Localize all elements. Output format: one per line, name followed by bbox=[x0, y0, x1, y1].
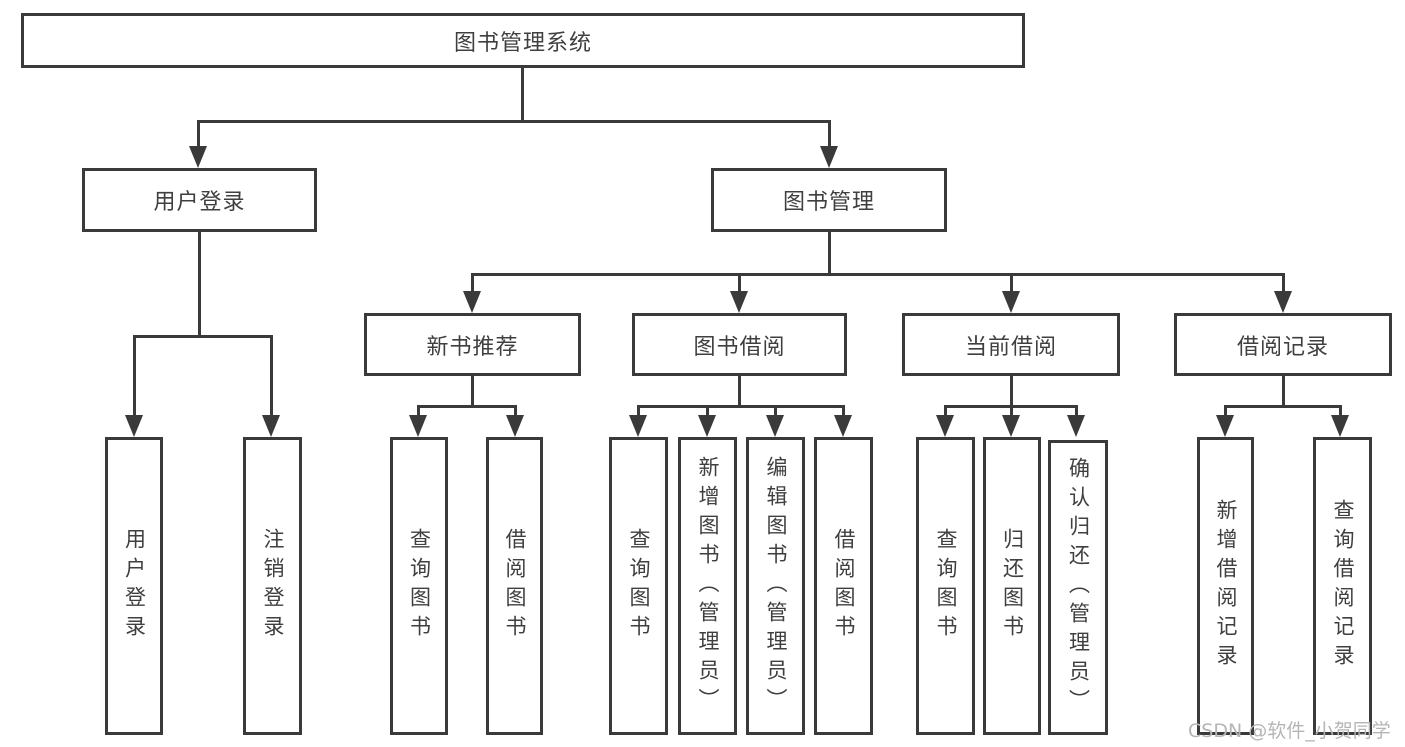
node-label: 新增图书（管理员） bbox=[696, 455, 720, 717]
arrowhead-icon bbox=[1002, 415, 1020, 437]
connector-rail bbox=[1224, 405, 1342, 408]
node-label: 查询图书 bbox=[407, 528, 432, 644]
arrowhead-icon bbox=[766, 415, 784, 437]
arrowhead-icon bbox=[820, 146, 838, 168]
connector-stub bbox=[738, 376, 741, 405]
node-label: 查询借阅记录 bbox=[1331, 499, 1355, 673]
node-book-borrowing: 图书借阅 bbox=[632, 313, 847, 376]
leaf-query-books-borrowing: 查询图书 bbox=[609, 437, 668, 735]
node-label: 用户登录 bbox=[122, 528, 147, 644]
arrowhead-icon bbox=[1274, 291, 1292, 313]
arrowhead-icon bbox=[1067, 415, 1085, 437]
node-new-book-recommend: 新书推荐 bbox=[364, 313, 581, 376]
arrowhead-icon bbox=[1331, 415, 1349, 437]
connector-user-login-stub bbox=[198, 232, 201, 335]
leaf-logout: 注销登录 bbox=[243, 437, 302, 735]
connector-arrow-stem bbox=[1075, 405, 1078, 417]
connector-stub bbox=[1282, 376, 1285, 405]
node-current-borrowing: 当前借阅 bbox=[902, 313, 1120, 376]
connector-arrow-stem bbox=[417, 405, 420, 417]
leaf-return-books: 归还图书 bbox=[983, 437, 1041, 735]
leaf-add-borrow-record: 新增借阅记录 bbox=[1197, 437, 1254, 735]
connector-user-login-rail bbox=[133, 335, 273, 338]
connector-arrow-stem bbox=[1010, 405, 1013, 417]
connector-root-stub bbox=[521, 68, 524, 122]
node-book-management: 图书管理 bbox=[711, 168, 947, 232]
leaf-query-books-current: 查询图书 bbox=[916, 437, 975, 735]
node-library-management-system: 图书管理系统 bbox=[21, 13, 1025, 68]
connector-arrow-stem bbox=[514, 405, 517, 417]
arrowhead-icon bbox=[409, 415, 427, 437]
node-borrowing-records: 借阅记录 bbox=[1174, 313, 1392, 376]
connector-level1-rail bbox=[197, 120, 831, 123]
node-label: 编辑图书（管理员） bbox=[764, 455, 788, 717]
leaf-query-books-recommend: 查询图书 bbox=[390, 437, 448, 735]
node-label: 注销登录 bbox=[261, 528, 285, 644]
node-label: 查询图书 bbox=[627, 528, 651, 644]
connector-arrow-stem bbox=[637, 405, 640, 417]
node-label: 图书管理系统 bbox=[453, 30, 592, 56]
leaf-query-borrow-record: 查询借阅记录 bbox=[1313, 437, 1372, 735]
node-label: 当前借阅 bbox=[964, 334, 1057, 360]
connector-arrow-stem bbox=[842, 405, 845, 417]
arrowhead-icon bbox=[506, 415, 524, 437]
arrowhead-icon bbox=[125, 415, 143, 437]
connector-arrow-stem bbox=[1224, 405, 1227, 417]
connector-arrow-stem bbox=[270, 335, 273, 415]
arrowhead-icon bbox=[834, 415, 852, 437]
connector-arrow-stem bbox=[1339, 405, 1342, 417]
connector-book-mgmt-stub bbox=[828, 232, 831, 273]
connector-arrow-stem bbox=[706, 405, 709, 417]
connector-arrow-stem bbox=[774, 405, 777, 417]
connector-arrow-stem bbox=[133, 335, 136, 415]
connector-arrow-stem bbox=[1010, 273, 1013, 293]
connector-arrow-stem bbox=[738, 273, 741, 293]
connector-arrow-stem bbox=[1282, 273, 1285, 293]
connector-arrow-stem bbox=[197, 120, 200, 148]
connector-arrow-stem bbox=[828, 120, 831, 148]
node-label: 借阅记录 bbox=[1236, 334, 1329, 360]
arrowhead-icon bbox=[1216, 415, 1234, 437]
arrowhead-icon bbox=[1002, 291, 1020, 313]
leaf-borrow-books: 借阅图书 bbox=[814, 437, 873, 735]
node-label: 归还图书 bbox=[1000, 528, 1025, 644]
connector-arrow-stem bbox=[471, 273, 474, 293]
node-label: 借阅图书 bbox=[832, 528, 856, 644]
node-label: 查询图书 bbox=[934, 528, 958, 644]
arrowhead-icon bbox=[936, 415, 954, 437]
arrowhead-icon bbox=[463, 291, 481, 313]
node-label: 用户登录 bbox=[153, 190, 246, 215]
node-label: 图书管理 bbox=[782, 190, 875, 215]
arrowhead-icon bbox=[730, 291, 748, 313]
leaf-user-login: 用户登录 bbox=[105, 437, 163, 735]
node-user-login: 用户登录 bbox=[82, 168, 317, 232]
connector-arrow-stem bbox=[944, 405, 947, 417]
leaf-borrow-books-recommend: 借阅图书 bbox=[486, 437, 543, 735]
connector-stub bbox=[471, 376, 474, 405]
connector-rail bbox=[637, 405, 845, 408]
leaf-edit-books-admin: 编辑图书（管理员） bbox=[746, 437, 805, 735]
connector-rail bbox=[417, 405, 517, 408]
leaf-add-books-admin: 新增图书（管理员） bbox=[678, 437, 737, 735]
arrowhead-icon bbox=[189, 146, 207, 168]
watermark: CSDN @软件_小贺同学 bbox=[1188, 720, 1391, 742]
node-label: 新书推荐 bbox=[426, 334, 519, 360]
node-label: 借阅图书 bbox=[503, 528, 527, 644]
leaf-confirm-return-admin: 确认归还（管理员） bbox=[1048, 440, 1108, 735]
node-label: 图书借阅 bbox=[693, 334, 786, 360]
arrowhead-icon bbox=[698, 415, 716, 437]
node-label: 新增借阅记录 bbox=[1214, 499, 1238, 673]
connector-level2-rail bbox=[471, 273, 1284, 276]
arrowhead-icon bbox=[629, 415, 647, 437]
arrowhead-icon bbox=[262, 415, 280, 437]
node-label: 确认归还（管理员） bbox=[1066, 457, 1091, 718]
connector-stub bbox=[1010, 376, 1013, 405]
